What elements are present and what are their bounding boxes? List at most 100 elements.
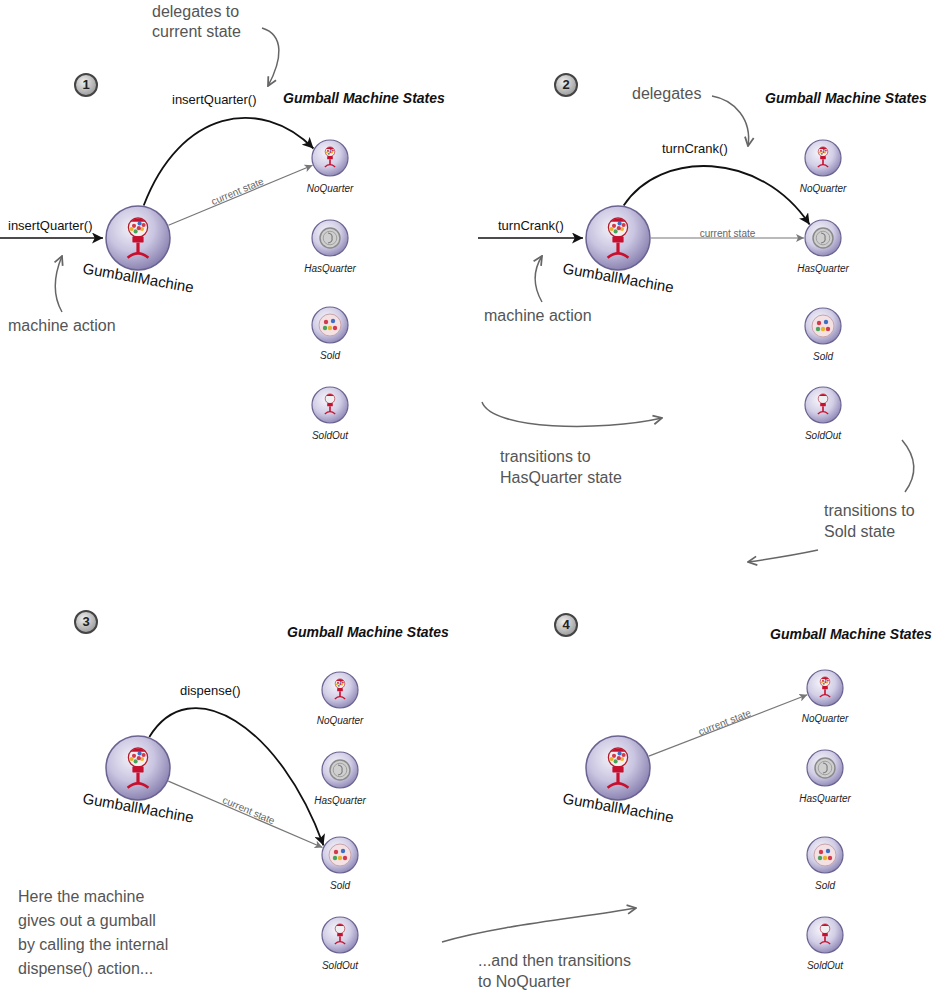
state-node: SoldOut [311, 386, 349, 424]
annotation-note: machine action [484, 306, 592, 326]
machine-circle [105, 205, 171, 271]
delegation-arrow [624, 166, 810, 225]
region-fill [726, 602, 946, 1000]
machine-cap [821, 924, 829, 926]
gumball [818, 856, 822, 860]
state-label: SoldOut [322, 960, 358, 971]
node-circle [322, 672, 358, 708]
node-circle [807, 837, 843, 873]
machine-feet [128, 783, 149, 787]
quarter-icon [813, 228, 833, 248]
action-arrow [0, 237, 103, 239]
callout-number: 2 [555, 77, 577, 93]
machine-body [820, 156, 826, 159]
node-circle [322, 837, 358, 873]
edge-label: turnCrank() [662, 141, 728, 156]
state-label: HasQuarter [797, 263, 849, 274]
node-circle [106, 206, 170, 270]
state-circle [804, 386, 842, 424]
node-circle [586, 206, 650, 270]
action-arrow [478, 237, 583, 239]
gumball [328, 153, 330, 155]
quarter-rim [816, 231, 830, 245]
state-node: Sold [311, 306, 349, 344]
edge-label: current state [700, 228, 756, 240]
machine-cap [819, 147, 827, 149]
machine-feet [325, 412, 335, 414]
node-circle [312, 387, 348, 423]
machine-cap [610, 748, 626, 752]
machine-icon [335, 924, 345, 944]
state-circle [321, 751, 359, 789]
machine-body [132, 766, 143, 772]
annotation-note: transitions to HasQuarter state [500, 446, 635, 488]
region-title: Gumball Machine States [770, 626, 932, 642]
gumball [341, 849, 345, 853]
gumball [340, 681, 342, 683]
callout-circle [75, 611, 97, 633]
gumball [819, 850, 823, 854]
globe [335, 679, 345, 689]
gumball [828, 856, 832, 860]
edge-label: current state [697, 706, 753, 737]
machine-circle [105, 735, 171, 801]
annotation-note: delegates [632, 84, 701, 104]
gumball [617, 756, 621, 760]
delegation-arrow [149, 708, 323, 845]
transition-bracket [902, 440, 914, 492]
annotation-note: delegates to current state [152, 2, 262, 42]
annotation-note: transitions to Sold state [824, 500, 939, 542]
gumball [823, 149, 825, 151]
callout-number: 4 [555, 617, 577, 633]
globe [820, 677, 830, 687]
callout-circle [555, 614, 577, 636]
state-node: SoldOut [321, 916, 359, 954]
gumball [333, 326, 337, 330]
gumball [329, 151, 331, 153]
state-circle [321, 916, 359, 954]
machine-feet [128, 253, 149, 257]
machine-body [612, 236, 623, 242]
gumball [334, 850, 338, 854]
gumball [610, 227, 614, 231]
gumball [138, 751, 142, 755]
machine-cap [130, 218, 146, 222]
current-state-link [169, 165, 313, 225]
machine-icon [820, 677, 830, 697]
state-node: HasQuarter [321, 751, 359, 789]
gumball [817, 321, 821, 325]
gumball [826, 849, 830, 853]
gumball [137, 756, 141, 760]
machine-body [327, 156, 333, 159]
states-region: Gumball Machine StatesNoQuarterHasQuarte… [712, 598, 946, 1000]
quarter-profile [821, 233, 825, 243]
machine-body [327, 403, 333, 406]
node-circle [322, 752, 358, 788]
globe [325, 394, 335, 404]
machine-cap [819, 394, 827, 396]
gumball [142, 223, 146, 227]
machine-feet [820, 695, 830, 697]
state-label: HasQuarter [799, 793, 851, 804]
region-fill [248, 599, 474, 1000]
machine-body [820, 403, 826, 406]
state-circle [321, 836, 359, 874]
leader-line [535, 256, 542, 302]
machine-cap [326, 394, 334, 396]
machine-circle [585, 735, 651, 801]
state-node: NoQuarter [804, 139, 842, 177]
machine-icon [128, 218, 149, 258]
leader-line [55, 256, 62, 312]
state-label: SoldOut [807, 960, 843, 971]
state-label: HasQuarter [314, 795, 366, 806]
annotation-note: ...and then transitions to NoQuarter [478, 950, 643, 992]
machine-icon [335, 679, 345, 699]
globe [335, 924, 345, 934]
state-circle [806, 749, 844, 787]
gumball [821, 681, 823, 683]
gumball [134, 759, 138, 763]
gumball [819, 151, 821, 153]
machine-body [132, 236, 143, 242]
machine-icon [325, 394, 335, 414]
state-node: HasQuarter [311, 219, 349, 257]
